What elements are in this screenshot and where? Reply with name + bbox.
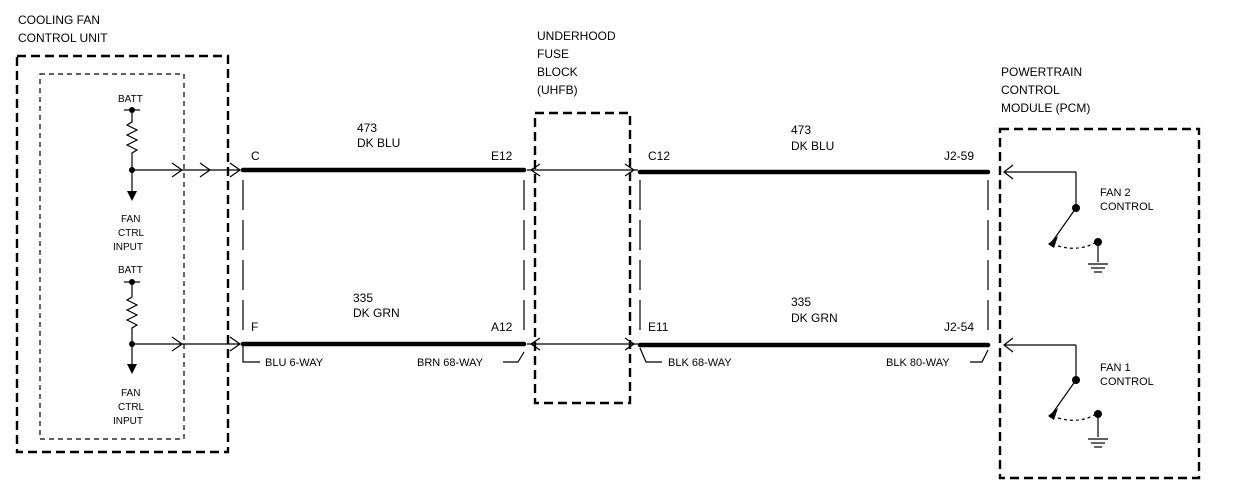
fan2-input-arrow — [1003, 164, 1014, 180]
wire-335-left-circuit: 335 — [353, 291, 373, 305]
uhfb-title-line3: BLOCK — [537, 65, 578, 79]
chevron-bottom-1 — [171, 336, 184, 352]
batt-label-top: BATT — [118, 94, 143, 105]
resistor-bottom — [125, 285, 139, 366]
fan1-switch-arm — [1051, 379, 1077, 415]
left-harness: 473 DK BLU C E12 335 DK GRN F A12 BLU 6-… — [240, 121, 527, 369]
wire-473-right-color: DK BLU — [791, 139, 834, 153]
pin-j2-54: J2-54 — [944, 320, 974, 334]
pcm-title-line1: POWERTRAIN — [1001, 65, 1082, 79]
resistor-top — [125, 113, 139, 193]
connector-blk-68way: BLK 68-WAY — [668, 357, 732, 369]
pin-e11: E11 — [648, 320, 669, 334]
right-harness: 473 DK BLU C12 J2-59 335 DK GRN E11 J2-5… — [637, 123, 991, 369]
wire-473-right-circuit: 473 — [791, 123, 811, 137]
chevron-top-3 — [229, 162, 242, 178]
pcm-title-line3: MODULE (PCM) — [1001, 101, 1090, 115]
fan1-label-line1: FAN 1 — [1100, 362, 1131, 374]
pcm-title-line2: CONTROL — [1001, 83, 1060, 97]
uhfb-box — [533, 111, 632, 405]
cfcu-title-line1: COOLING FAN — [18, 13, 100, 27]
batt-label-bottom: BATT — [118, 265, 143, 276]
powertrain-control-module: POWERTRAIN CONTROL MODULE (PCM) FAN 2 CO… — [998, 65, 1201, 480]
wire-335-right-color: DK GRN — [791, 311, 838, 325]
wire-335-left-color: DK GRN — [353, 306, 400, 320]
pin-e12: E12 — [491, 149, 513, 163]
connector-bracket-blu — [242, 346, 260, 363]
cooling-fan-control-unit: COOLING FAN CONTROL UNIT BATT FAN CTRL I… — [15, 13, 242, 454]
uhfb-title-line4: (UHFB) — [537, 83, 578, 97]
uhfb-arrow-bottom-left — [529, 337, 541, 351]
pin-c: C — [251, 149, 260, 163]
connector-blu-6way: BLU 6-WAY — [265, 357, 324, 369]
fan1-control: FAN 1 CONTROL — [1003, 337, 1154, 448]
fan-ctrl-input-top-line2: CTRL — [118, 228, 145, 239]
connector-brn-68way: BRN 68-WAY — [417, 357, 484, 369]
connector-bracket-brn — [503, 351, 525, 363]
fan-ctrl-input-bottom-line3: INPUT — [113, 416, 143, 427]
fan2-control: FAN 2 CONTROL — [1003, 164, 1154, 273]
fan-ctrl-input-top: BATT FAN CTRL INPUT — [113, 94, 242, 253]
uhfb-arrow-bottom-right — [624, 337, 636, 351]
fan-ctrl-input-bottom-line1: FAN — [121, 388, 140, 399]
fan2-label-line1: FAN 2 — [1100, 187, 1131, 199]
arrow-down-bottom — [127, 364, 137, 374]
connector-blk-80way: BLK 80-WAY — [886, 357, 950, 369]
connector-bracket-blk80 — [970, 349, 989, 363]
cfcu-title-line2: CONTROL UNIT — [18, 31, 108, 45]
uhfb-title-line2: FUSE — [537, 47, 569, 61]
underhood-fuse-block: UNDERHOOD FUSE BLOCK (UHFB) — [527, 29, 638, 405]
fan-ctrl-input-bottom: BATT FAN CTRL INPUT — [113, 265, 242, 427]
chevron-bottom-2 — [229, 336, 242, 352]
fan1-switch-link — [1057, 413, 1097, 421]
wire-335-right-circuit: 335 — [791, 295, 811, 309]
wire-473-left-circuit: 473 — [357, 121, 377, 135]
pcm-box — [998, 127, 1201, 480]
uhfb-title-line1: UNDERHOOD — [537, 29, 616, 43]
fan2-switch-link — [1057, 241, 1097, 249]
pin-a12: A12 — [491, 320, 513, 334]
cfcu-inner-box — [39, 73, 185, 440]
uhfb-arrow-top-right — [624, 163, 636, 177]
fan-ctrl-input-top-line3: INPUT — [113, 242, 143, 253]
fan-ctrl-input-top-line1: FAN — [121, 214, 140, 225]
chevron-top-2 — [199, 162, 212, 178]
cfcu-outer-box — [15, 54, 230, 454]
fan2-switch-arrow — [1048, 236, 1058, 248]
uhfb-arrow-top-left — [529, 163, 541, 177]
batt-node-top — [129, 107, 135, 113]
pin-c12: C12 — [648, 149, 670, 163]
fan1-switch-arrow — [1048, 408, 1058, 420]
chevron-top-1 — [171, 162, 184, 178]
fan1-input-arrow — [1003, 337, 1014, 353]
arrow-down-top — [127, 191, 137, 201]
pin-j2-59: J2-59 — [944, 149, 974, 163]
pin-f: F — [251, 320, 258, 334]
wire-473-left-color: DK BLU — [357, 136, 400, 150]
fan2-switch-arm — [1051, 207, 1077, 243]
fan2-label-line2: CONTROL — [1100, 201, 1154, 213]
connector-bracket-blk68 — [639, 347, 662, 363]
fan-ctrl-input-bottom-line2: CTRL — [118, 402, 145, 413]
batt-node-bottom — [129, 279, 135, 285]
fan1-label-line2: CONTROL — [1100, 376, 1154, 388]
